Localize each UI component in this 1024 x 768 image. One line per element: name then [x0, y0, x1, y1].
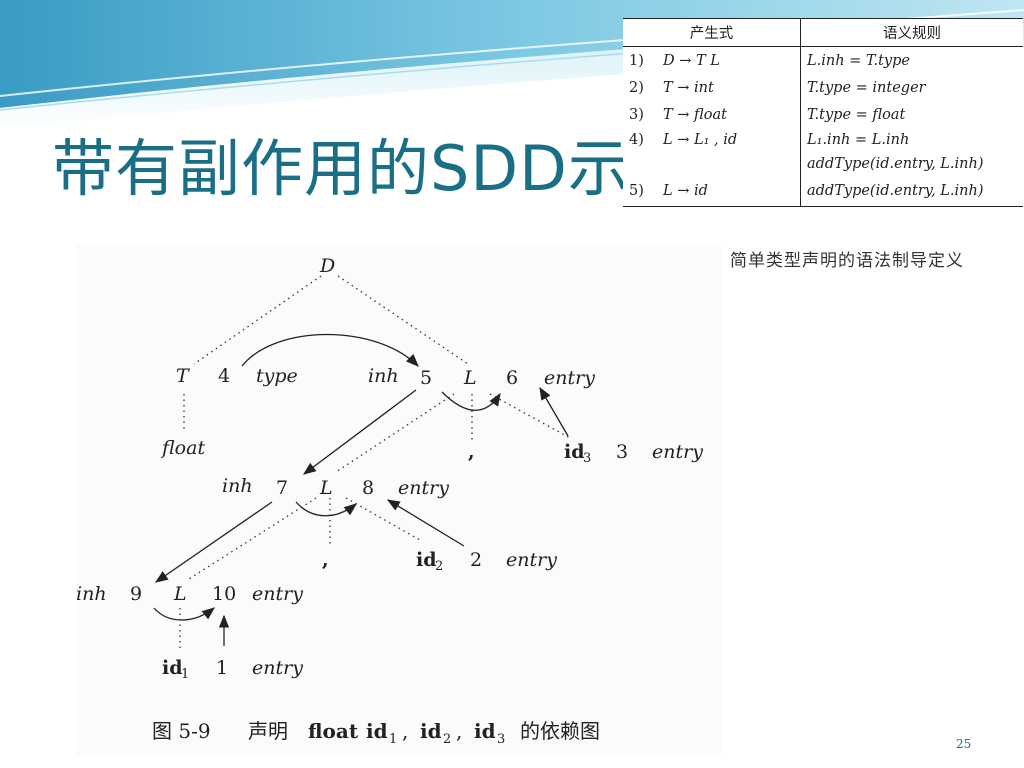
leaf-id-2: id	[416, 549, 437, 571]
caption-id-3-sub: 3	[497, 732, 505, 747]
rule-cell: L₁.inh = L.inh	[807, 132, 910, 148]
table-row: addType(id.entry, L.inh)	[623, 152, 1023, 176]
node-L-mid: L	[319, 477, 333, 499]
attr-entry-3: entry	[652, 441, 703, 463]
attr-entry-1: entry	[252, 657, 303, 679]
attr-inh-5: inh	[368, 365, 399, 387]
leaf-id-3: id	[564, 441, 585, 463]
node-9: 9	[130, 583, 142, 605]
leaf-comma-1: ,	[468, 441, 475, 463]
rule-cell: T.type = float	[807, 106, 906, 123]
node-7: 7	[276, 477, 288, 499]
leaf-id-1-subscript: 1	[181, 667, 189, 682]
row-number	[623, 152, 657, 176]
table-row: 3) T → float T.type = float	[623, 101, 1023, 128]
semantic-rules-table: 产生式 语义规则 1) D → T L L.inh = T.type 2) T …	[623, 18, 1023, 236]
row-number: 1)	[629, 52, 644, 69]
parse-tree-edges	[179, 275, 571, 648]
dependency-arrows	[153, 333, 569, 646]
row-number: 2)	[629, 79, 644, 96]
attr-type: type	[256, 365, 298, 387]
table-row: 5) L → id addType(id.entry, L.inh)	[623, 176, 1023, 207]
attr-inh-9: inh	[76, 583, 107, 605]
node-10: 10	[212, 583, 236, 605]
node-4: 4	[218, 365, 230, 387]
table-row: 2) T → int T.type = integer	[623, 74, 1023, 101]
production-cell: L → L₁ , id	[657, 128, 801, 152]
node-6: 6	[506, 367, 518, 389]
caption-sep-2: ,	[456, 719, 462, 743]
row-number: 3)	[629, 106, 644, 123]
attr-entry-2: entry	[506, 549, 557, 571]
leaf-id-2-subscript: 2	[435, 559, 443, 574]
leaf-id-3-subscript: 3	[583, 451, 591, 466]
caption-id-2-sub: 2	[443, 732, 451, 747]
leaf-id-1: id	[162, 657, 183, 679]
attr-entry-8: entry	[398, 477, 449, 499]
node-T: T	[176, 365, 190, 387]
slide-title: 带有副作用的SDD示	[52, 132, 631, 205]
rule-cell: L.inh = T.type	[807, 52, 910, 69]
production-cell: L → id	[657, 176, 801, 207]
node-L-bot: L	[173, 583, 187, 605]
caption-id-1: id	[366, 719, 388, 743]
table-row: 4) L → L₁ , id L₁.inh = L.inh	[623, 128, 1023, 152]
production-cell	[657, 152, 801, 176]
page-number: 25	[956, 737, 972, 751]
production-cell: T → float	[657, 101, 801, 128]
leaf-float: float	[160, 437, 205, 459]
caption-suffix: 的依赖图	[520, 719, 600, 743]
dependency-graph-svg: D T 4 type inh 5 L 6 entry float , id 3 …	[76, 255, 703, 747]
row-number: 5)	[629, 183, 644, 199]
row-number: 4)	[629, 132, 644, 148]
table-header-rule: 语义规则	[883, 26, 941, 42]
graph-caption: 图 5-9 声明 float id 1 , id 2 , id 3 的依赖图	[152, 719, 600, 747]
rules-table-caption: 简单类型声明的语法制导定义	[730, 251, 964, 271]
node-5: 5	[420, 367, 432, 389]
caption-text: 声明	[248, 719, 288, 743]
caption-id-2: id	[420, 719, 442, 743]
caption-float: float	[308, 719, 359, 743]
leaf-comma-2: ,	[322, 549, 329, 571]
rule-cell: addType(id.entry, L.inh)	[807, 156, 984, 172]
production-cell: D → T L	[657, 46, 801, 74]
node-3: 3	[616, 441, 628, 463]
node-2: 2	[470, 549, 482, 571]
production-cell: T → int	[657, 74, 801, 101]
caption-sep-1: ,	[402, 719, 408, 743]
table-row: 1) D → T L L.inh = T.type	[623, 46, 1023, 74]
node-8: 8	[362, 477, 374, 499]
rule-cell: addType(id.entry, L.inh)	[807, 183, 984, 199]
dependency-graph: D T 4 type inh 5 L 6 entry float , id 3 …	[76, 244, 722, 756]
node-L-top: L	[463, 367, 477, 389]
attr-inh-7: inh	[222, 475, 253, 497]
caption-id-3: id	[474, 719, 496, 743]
attr-entry-10: entry	[252, 583, 303, 605]
table-header-production: 产生式	[623, 18, 801, 47]
rule-cell: T.type = integer	[807, 79, 926, 96]
node-1: 1	[216, 657, 228, 679]
node-D: D	[319, 255, 335, 277]
attr-entry-6: entry	[544, 367, 595, 389]
caption-prefix: 图 5-9	[152, 719, 211, 743]
caption-id-1-sub: 1	[389, 732, 397, 747]
